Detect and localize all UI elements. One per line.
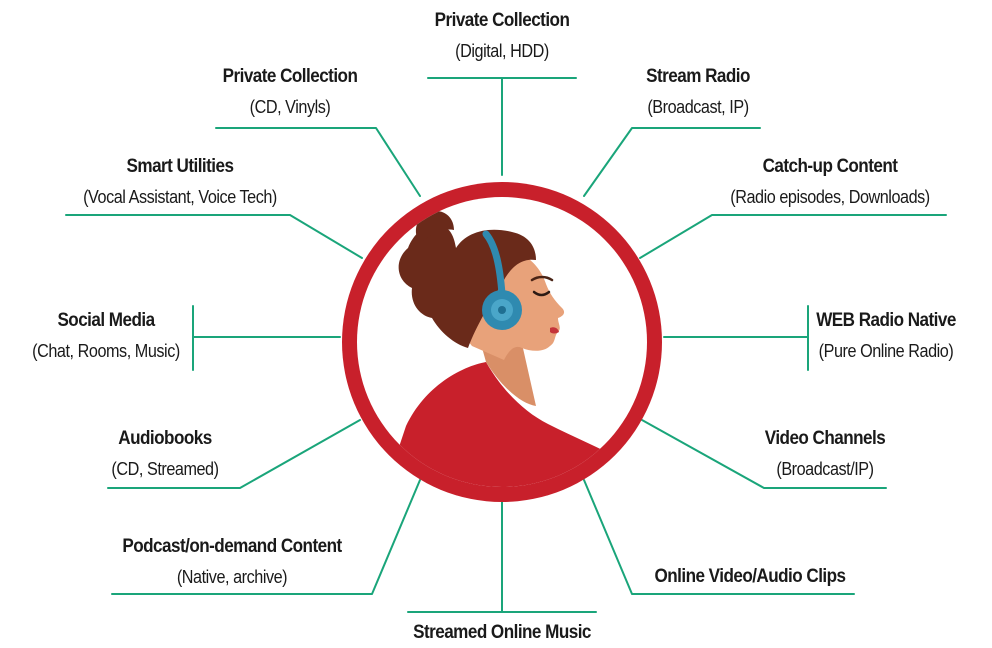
node-audiobooks: Audiobooks (CD, Streamed) [70,424,260,484]
node-streamed-online-music: Streamed Online Music [382,618,622,648]
node-social-media: Social Media (Chat, Rooms, Music) [6,306,206,366]
node-private-collection-cd: Private Collection (CD, Vinyls) [180,62,400,122]
connector-video-channels [641,419,887,489]
connector-audiobooks [107,419,361,489]
node-subtitle: (Digital, HDD) [455,41,549,61]
node-smart-utilities: Smart Utilities (Vocal Assistant, Voice … [40,152,320,212]
connector-private-cd [215,127,421,197]
node-subtitle: (CD, Streamed) [111,459,219,479]
node-title: Catch-up Content [762,156,898,177]
node-subtitle: (Native, archive) [176,567,288,587]
node-title: Social Media [57,310,155,331]
lips [550,327,559,334]
node-subtitle: (Chat, Rooms, Music) [32,341,180,361]
node-title: Smart Utilities [126,156,234,177]
node-title: Streamed Online Music [413,622,591,643]
headphone-earcup-center [498,306,506,314]
node-catch-up-content: Catch-up Content (Radio episodes, Downlo… [690,152,970,212]
node-title: WEB Radio Native [816,310,956,331]
node-subtitle: (Broadcast/IP) [776,459,874,479]
woman-with-headphones-icon [342,182,662,502]
node-title: Video Channels [764,428,886,449]
closed-eye [532,290,551,297]
hair-shape [398,225,536,348]
node-web-radio-native: WEB Radio Native (Pure Online Radio) [786,306,986,366]
connector-podcast [111,479,421,595]
node-subtitle: (Pure Online Radio) [818,341,954,361]
node-title: Audiobooks [118,428,212,449]
node-podcast-on-demand: Podcast/on-demand Content (Native, archi… [92,532,372,592]
node-title: Private Collection [434,10,570,31]
node-subtitle: (CD, Vinyls) [249,97,331,117]
node-subtitle: (Radio episodes, Downloads) [730,187,930,207]
eyebrow [530,275,554,282]
connector-catch-up [639,214,947,259]
connector-online-clips [583,479,855,595]
node-private-collection-digital: Private Collection (Digital, HDD) [392,6,612,66]
node-subtitle: (Vocal Assistant, Voice Tech) [83,187,277,207]
node-title: Stream Radio [646,66,750,87]
node-title: Podcast/on-demand Content [122,536,342,557]
node-subtitle: (Broadcast, IP) [647,97,749,117]
node-stream-radio: Stream Radio (Broadcast, IP) [600,62,796,122]
node-title: Online Video/Audio Clips [654,566,847,587]
connector-smart-utilities [65,214,363,259]
headphone-band [482,230,506,298]
node-online-video-audio-clips: Online Video/Audio Clips [620,562,880,592]
node-video-channels: Video Channels (Broadcast/IP) [730,424,920,484]
connector-stream-radio [583,127,761,197]
hair-bun-shape [415,210,454,244]
node-title: Private Collection [222,66,358,87]
